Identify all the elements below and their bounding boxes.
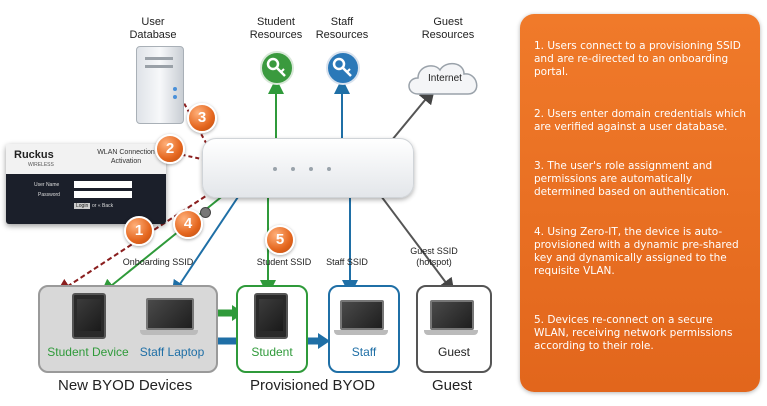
line-to-internet [391,87,436,141]
provisioned-byod-title: Provisioned BYOD [250,377,376,394]
student-tablet-icon [254,293,288,339]
step-badge-1: 1 [124,216,154,246]
student-resources-key-icon [260,51,294,85]
step-badge-4: 4 [173,209,203,239]
staff-laptop-icon [146,298,194,330]
student-label: Student [251,345,293,359]
internet-cloud-icon [408,62,478,95]
student-device-tablet-icon [72,293,106,339]
line-guest-ssid [377,191,455,295]
arrowhead-blue [318,333,330,349]
student-device-label: Student Device [47,345,129,359]
step-badge-5: 5 [265,225,295,255]
step-badge-3: 3 [187,103,217,133]
access-point-device [202,138,414,198]
database-server-icon [136,46,184,124]
login-portal-header: Ruckus WIRELESS WLAN Connection Activati… [6,144,166,174]
login-portal-screen: Ruckus WIRELESS WLAN Connection Activati… [6,144,166,224]
step-badge-2: 2 [155,134,185,164]
guest-device-label: Guest [437,345,470,359]
staff-label: Staff [351,345,377,359]
staff-provisioned-laptop-icon [340,300,384,330]
guest-laptop-icon [430,300,474,330]
staff-ssid-label: Staff SSID [326,257,368,267]
staff-provisioned-laptop-base [334,330,388,335]
password-label: Password [38,192,60,198]
staff-resources-label: Staff Resources [315,16,369,41]
ruckus-logo: Ruckus [14,149,54,161]
student-ssid-label: Student SSID [256,257,312,267]
line-onboarding-blue [171,193,241,297]
steps-panel: 1. Users connect to a provisioning SSID … [520,14,760,392]
user-name-field[interactable] [74,181,132,188]
staff-laptop-label: Staff Laptop [139,345,205,359]
step-2-text: 2. Users enter domain credentials which … [534,108,746,133]
user-name-label: User Name [34,182,60,188]
student-resources-label: Student Resources [249,16,303,41]
lock-icon [200,207,211,218]
step-5-text: 5. Devices re-connect on a secure WLAN, … [534,314,733,352]
step-1-text: 1. Users connect to a provisioning SSID … [534,40,741,78]
staff-laptop-base [140,330,198,335]
login-portal-title: WLAN Connection Activation [97,149,155,165]
onboarding-ssid-label: Onboarding SSID [122,257,194,267]
guest-laptop-base [424,330,478,335]
ruckus-logo-sub: WIRELESS [28,162,54,168]
back-link[interactable]: or « Back [92,203,114,209]
password-field[interactable] [74,191,132,198]
internet-label: Internet [428,73,462,84]
step-4-text: 4. Using Zero-IT, the device is auto-pro… [534,226,739,277]
staff-resources-key-icon [326,51,360,85]
guest-resources-label: Guest Resources [421,16,475,41]
guest-group-title: Guest [432,377,473,394]
login-button[interactable]: Login [74,203,91,209]
user-database-label: User Database [129,16,177,41]
step-3-text: 3. The user's role assignment and permis… [534,160,730,198]
guest-ssid-label: Guest SSID (hotspot) [410,246,458,267]
new-byod-devices-title: New BYOD Devices [58,377,193,394]
